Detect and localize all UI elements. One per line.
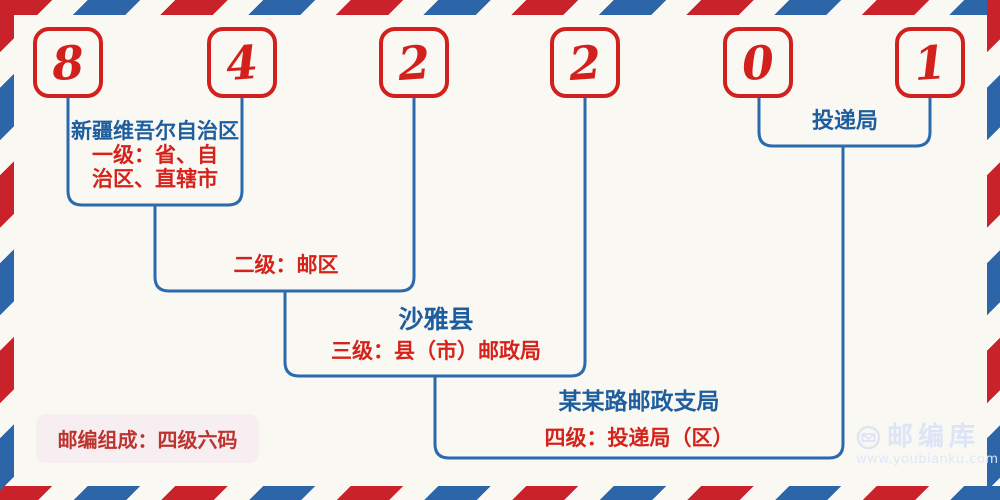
- level3-label: 三级：县（市）邮政局: [331, 339, 541, 363]
- bracket-delivery: [757, 98, 932, 148]
- level2-label: 二级：邮区: [233, 253, 339, 277]
- envelope-icon: [856, 425, 881, 449]
- level4-label: 四级：投递局（区）: [544, 426, 734, 450]
- digit-5: 0: [740, 34, 776, 91]
- digit-6: 1: [912, 34, 948, 91]
- digit-box-3: 2: [379, 27, 449, 98]
- badge-text: 邮编组成：四级六码: [57, 428, 238, 452]
- bracket-level4: [433, 146, 845, 460]
- watermark-url: www.youbianku.com: [856, 452, 999, 467]
- digit-4: 2: [567, 34, 603, 91]
- level3-region: 沙雅县: [398, 305, 474, 334]
- delivery-office-label: 投递局: [811, 109, 879, 134]
- digit-box-5: 0: [723, 27, 793, 98]
- site-watermark: 邮编库 www.youbianku.com: [856, 423, 999, 467]
- digit-box-6: 1: [895, 27, 965, 98]
- airmail-border-top: [0, 0, 1000, 15]
- digit-box-1: 8: [33, 27, 103, 98]
- digit-box-2: 4: [207, 27, 277, 98]
- bracket-level3: [283, 98, 587, 378]
- watermark-brand: 邮编库: [887, 422, 981, 452]
- level1-label-line1: 一级：省、自: [92, 143, 218, 167]
- digit-1: 8: [50, 34, 86, 91]
- digit-3: 2: [396, 34, 432, 91]
- level4-region: 某某路邮政支局: [558, 389, 720, 415]
- postal-code-composition-badge: 邮编组成：四级六码: [36, 414, 259, 463]
- level1-label-line2: 治区、直辖市: [92, 167, 218, 191]
- digit-box-4: 2: [550, 27, 620, 98]
- airmail-border-left: [0, 0, 14, 500]
- level1-region: 新疆维吾尔自治区: [71, 119, 239, 143]
- airmail-border-right: [987, 0, 1000, 500]
- level1-annotation: 新疆维吾尔自治区 一级：省、自 治区、直辖市: [71, 119, 239, 191]
- digit-2: 4: [224, 34, 260, 91]
- airmail-border-bottom: [0, 486, 1000, 500]
